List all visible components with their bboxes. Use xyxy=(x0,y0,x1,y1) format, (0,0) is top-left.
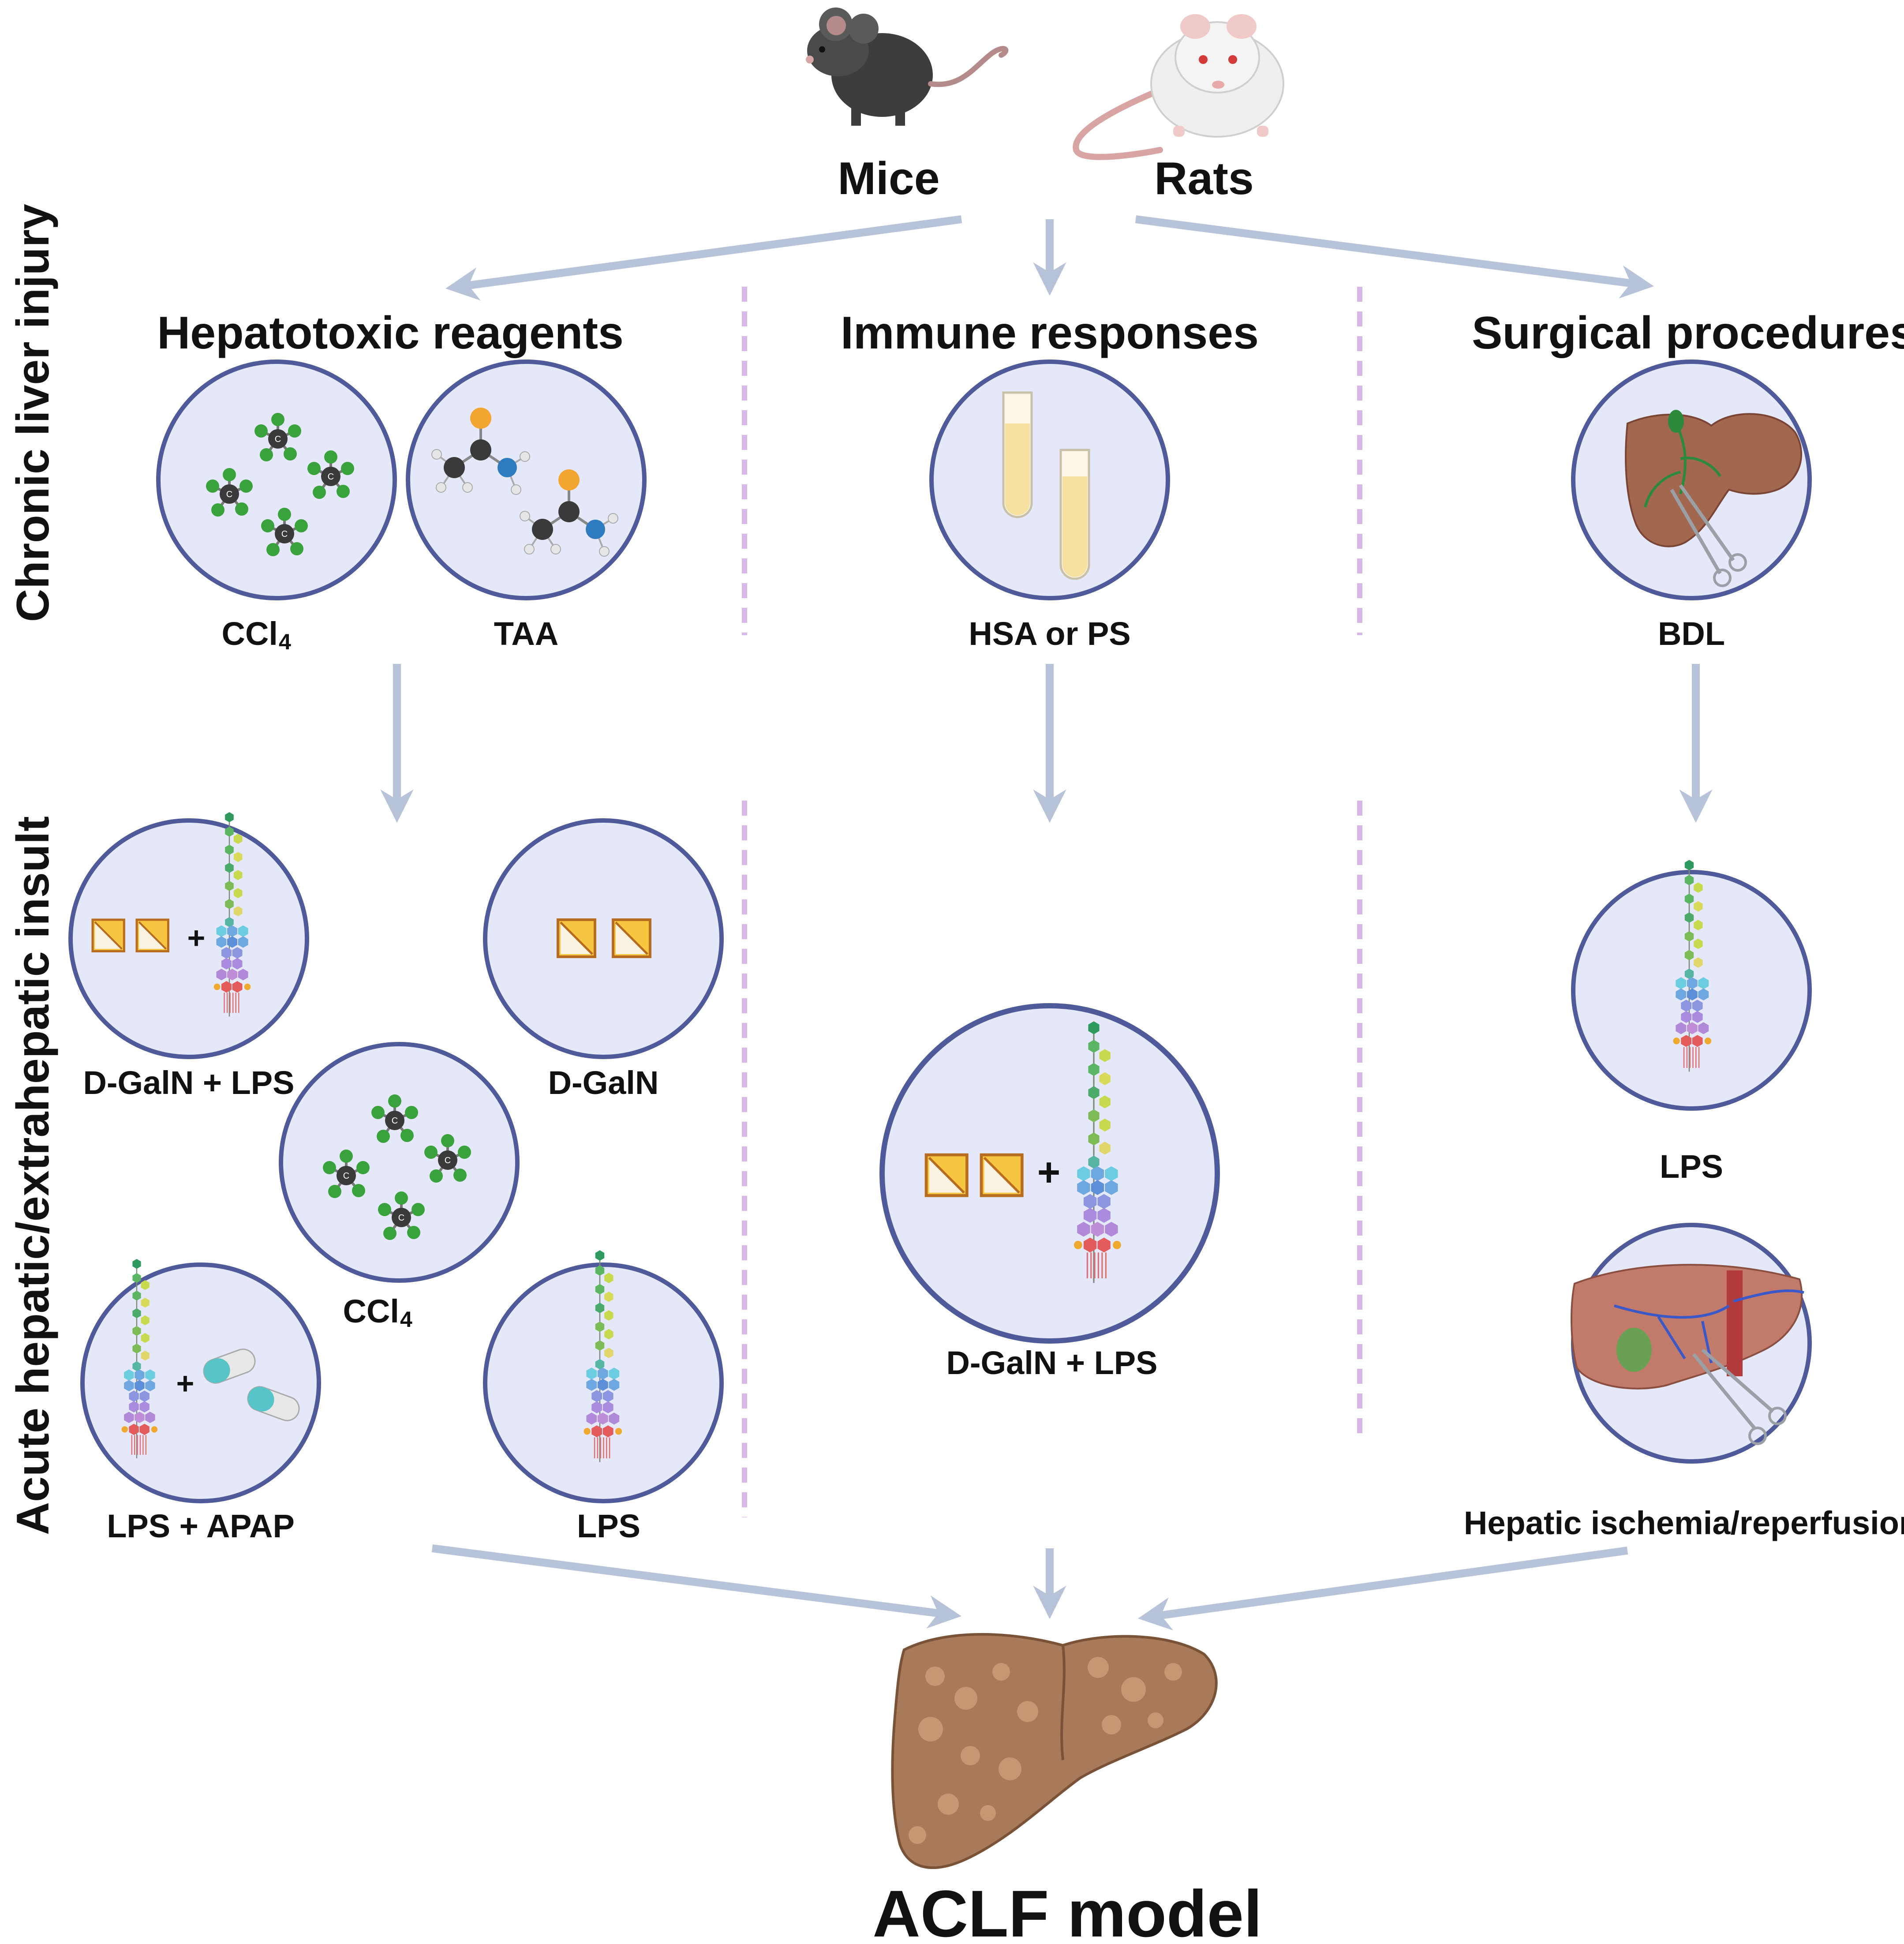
chronic-liver-injury-label: Chronic liver injury xyxy=(7,204,59,622)
dgaln-lps-circle-mid: + xyxy=(879,1003,1220,1344)
dgaln-lps-mid-label: D-GalN + LPS xyxy=(946,1345,1157,1381)
arrow-right-to-aclf xyxy=(1138,1547,1628,1631)
cirrhotic-liver-icon xyxy=(891,1633,1218,1869)
lps-apap-label: LPS + APAP xyxy=(107,1508,295,1544)
taa-label: TAA xyxy=(494,615,559,652)
ccl4-acute-label: CCl xyxy=(343,1293,399,1330)
lps-right-label: LPS xyxy=(1660,1148,1723,1185)
immune-responses-heading: Immune responses xyxy=(841,307,1259,359)
plus-sign: + xyxy=(187,921,206,955)
apap-capsule-icon xyxy=(203,1348,300,1421)
liver-clamp-icon xyxy=(1571,1223,1812,1464)
ischemia-label: Hepatic ischemia/reperfusion xyxy=(1464,1505,1904,1541)
dgaln-lps-left-label: D-GalN + LPS xyxy=(83,1064,294,1101)
svg-text:+: + xyxy=(1037,1150,1061,1195)
rats-label: Rats xyxy=(1154,153,1253,204)
dgaln-label: D-GalN xyxy=(548,1064,659,1101)
mice-label: Mice xyxy=(838,153,939,204)
lps-circle-left xyxy=(483,1249,724,1503)
aclf-model-title: ACLF model xyxy=(872,1877,1262,1942)
black-mouse-icon xyxy=(806,7,1009,126)
hepatotoxic-reagents-heading: Hepatotoxic reagents xyxy=(157,307,624,359)
lps-left-label: LPS xyxy=(577,1508,640,1544)
acute-insult-label: Acute hepatic/extrahepatic insult xyxy=(7,816,59,1535)
arrow-to-surgical xyxy=(1135,215,1654,299)
surgical-procedures-heading: Surgical procedures xyxy=(1472,307,1904,359)
dgaln-circle xyxy=(483,818,724,1059)
bdl-label: BDL xyxy=(1658,615,1725,652)
taa-chronic-circle xyxy=(406,360,647,600)
arrow-left-to-aclf xyxy=(431,1544,961,1629)
liver-ligation-icon xyxy=(1571,360,1812,600)
top-arrows xyxy=(380,215,1713,1631)
dgaln-lps-circle-left: + xyxy=(68,811,309,1059)
ccl4-chronic-circle xyxy=(156,360,397,600)
ccl4-label: CCl xyxy=(222,615,278,652)
ccl4-subscript: 4 xyxy=(279,629,291,654)
white-rat-icon xyxy=(1073,14,1284,160)
column-dividers xyxy=(742,287,1362,1517)
arrow-to-hepatotoxic xyxy=(445,215,962,301)
ccl4-acute-circle xyxy=(279,1042,520,1283)
lps-circle-right xyxy=(1571,859,1812,1111)
ccl4-acute-subscript: 4 xyxy=(400,1307,412,1332)
lps-apap-circle: + xyxy=(80,1258,321,1503)
test-tubes-icon xyxy=(929,360,1170,600)
svg-text:+: + xyxy=(176,1366,195,1401)
hsa-ps-label: HSA or PS xyxy=(969,615,1130,652)
